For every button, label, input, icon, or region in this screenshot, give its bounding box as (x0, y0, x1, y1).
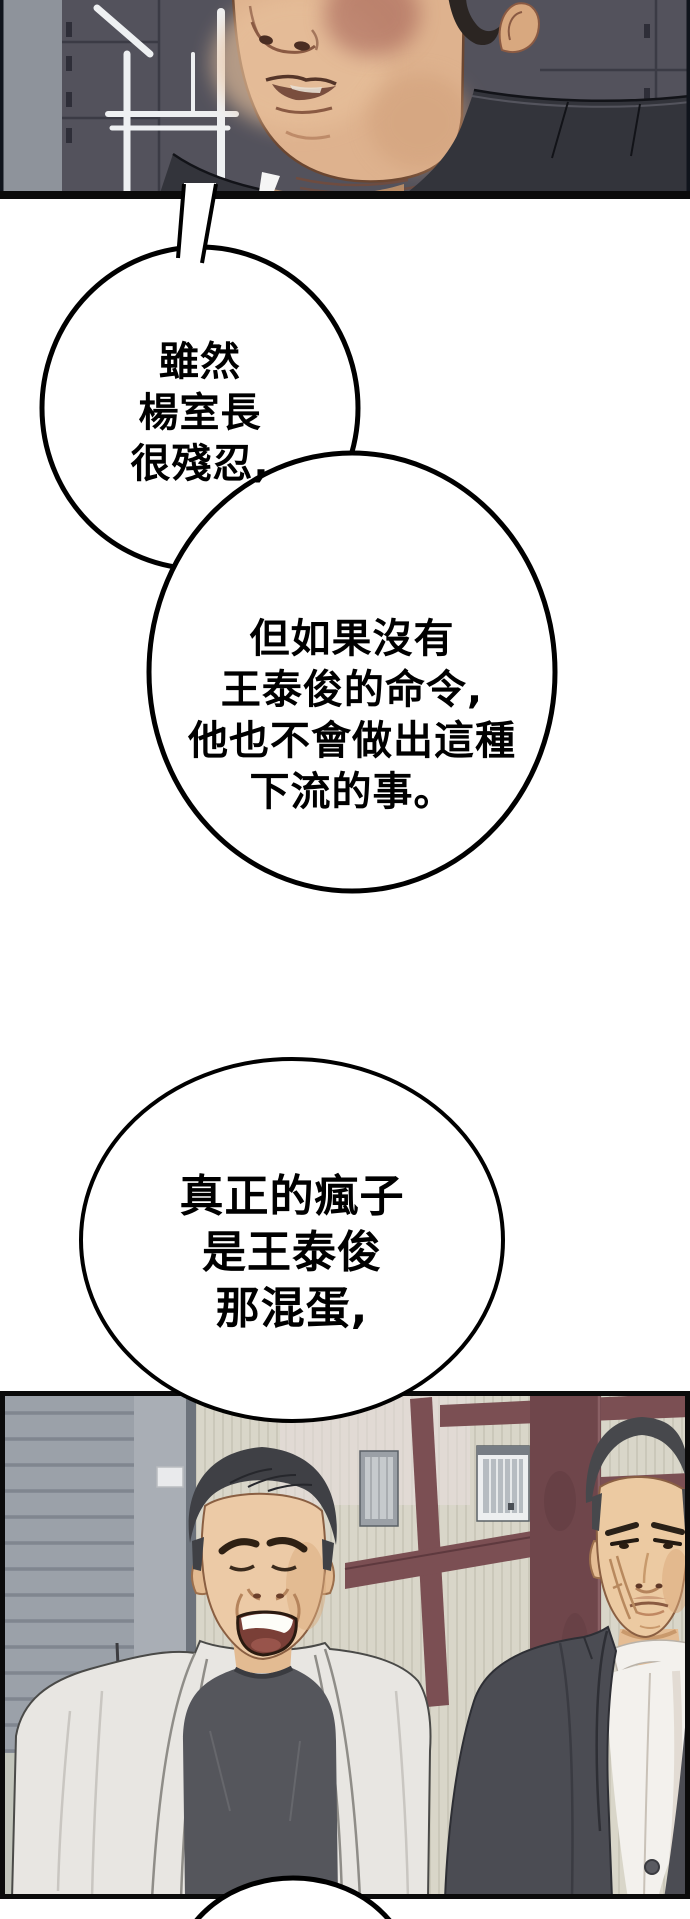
bubble-2-text: 但如果沒有 王泰俊的命令, 他也不會做出這種 下流的事。 (188, 616, 516, 815)
panel-right-border (686, 0, 690, 199)
dark-tshirt (183, 1668, 338, 1899)
cheek-scars (608, 1555, 639, 1620)
hair-sideburn (448, 0, 500, 45)
panel-top-art (0, 0, 690, 199)
man1-hair (188, 1447, 337, 1545)
white-shirt (606, 1660, 690, 1899)
laughing-features (218, 1537, 308, 1657)
cheek-bruise (324, 0, 420, 56)
bubble-3-text: 真正的瘋子 是王泰俊 那混蛋, (179, 1171, 405, 1334)
pillar-edge (186, 1391, 196, 1899)
stern-man (443, 1417, 690, 1899)
window-gray-frame (359, 1450, 399, 1527)
nose (248, 5, 319, 54)
window-white-frame (476, 1445, 530, 1522)
panel-bottom-art (0, 1391, 690, 1899)
wall-box (156, 1466, 184, 1488)
bubble-1-text: 雖然 楊室長 很殘忍, (130, 339, 270, 487)
panel-bottom-border (0, 191, 690, 199)
ear (498, 2, 540, 53)
mouth (265, 74, 337, 140)
jacket-button (644, 1859, 660, 1875)
locker-handles (66, 22, 650, 143)
laughing-man (10, 1447, 432, 1899)
panel-top (0, 0, 690, 199)
gym-pillar (3, 0, 62, 199)
jacket-collar (158, 88, 690, 199)
panel-left-border (0, 0, 4, 199)
man2-hair (585, 1417, 690, 1503)
stern-features (605, 1522, 685, 1629)
panel-bottom (0, 1391, 690, 1899)
